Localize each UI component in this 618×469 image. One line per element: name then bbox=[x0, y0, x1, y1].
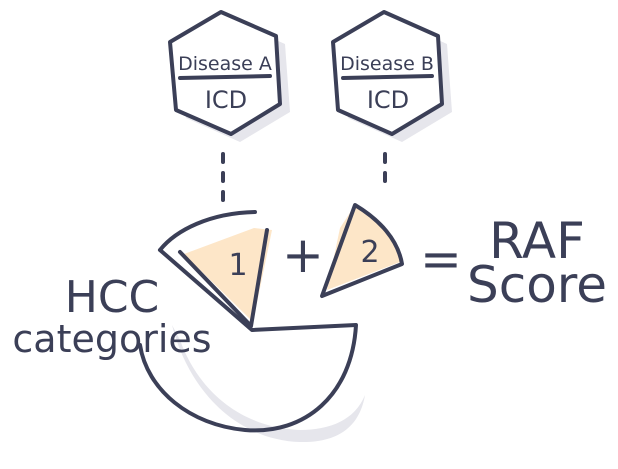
pie-slice-1-outline bbox=[178, 228, 269, 328]
hexagon-disease-a: Disease A ICD bbox=[168, 10, 290, 142]
categories-label: categories bbox=[12, 317, 211, 361]
equals-sign: = bbox=[420, 230, 462, 288]
pie-slice-1-fill bbox=[184, 228, 272, 322]
hexagon-a-bottom-label: ICD bbox=[205, 86, 247, 114]
hexagon-b-top-label: Disease B bbox=[340, 53, 434, 75]
pie-outline-top bbox=[158, 210, 257, 252]
score-label: Score bbox=[467, 256, 607, 314]
hexagon-a-divider bbox=[178, 74, 272, 80]
pie-slice-2-label: 2 bbox=[360, 235, 379, 270]
raf-label: RAF bbox=[489, 212, 585, 270]
hexagon-a-top-label: Disease A bbox=[178, 53, 272, 75]
hexagon-b-bottom-label: ICD bbox=[367, 86, 409, 114]
pie-outline-body bbox=[138, 248, 358, 433]
pie-slice-2: 2 bbox=[320, 203, 404, 298]
hcc-label: HCC bbox=[65, 272, 160, 323]
hexagon-b-divider bbox=[341, 74, 434, 80]
hexagon-disease-b: Disease B ICD bbox=[331, 10, 452, 142]
plus-sign: + bbox=[282, 226, 324, 284]
hcc-pie-chart: 1 bbox=[138, 210, 365, 443]
pie-slice-1-label: 1 bbox=[228, 248, 247, 283]
